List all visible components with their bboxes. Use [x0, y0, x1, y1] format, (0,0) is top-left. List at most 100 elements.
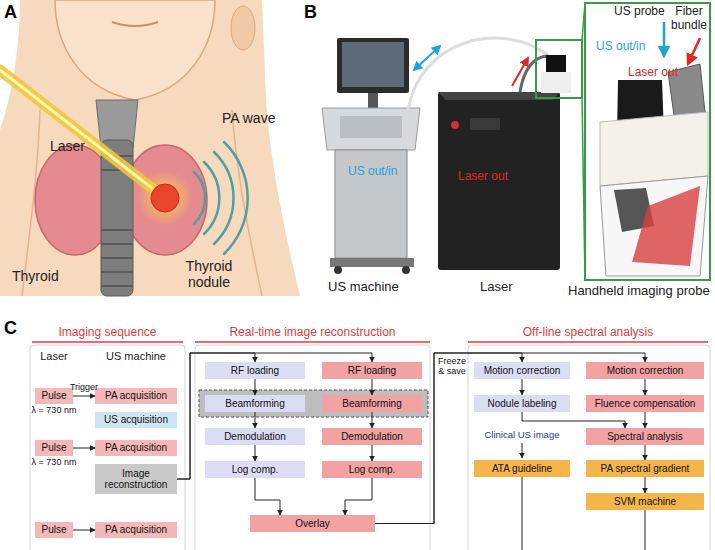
column-header: US machine	[95, 350, 177, 363]
acquisition-box: US acquisition	[95, 412, 177, 428]
flow-arrow	[73, 448, 95, 449]
signal-label: Laser out	[628, 66, 678, 80]
pulse-box: Pulse	[35, 522, 73, 538]
laser-indicator	[451, 121, 459, 129]
thyroid-nodule	[151, 184, 179, 212]
node-text: Overlay	[295, 518, 329, 530]
monitor	[337, 38, 409, 93]
node-text: PA acquisition	[105, 442, 167, 454]
laser-beam	[0, 70, 162, 196]
water-enclosure	[600, 176, 708, 276]
part-label: Thyroid	[12, 268, 59, 284]
node-text: Pulse	[41, 390, 66, 402]
laser-arrow	[688, 38, 700, 64]
trachea-ring	[101, 229, 133, 231]
machine-base	[330, 258, 414, 267]
process-box: Log comp.	[322, 461, 422, 478]
node-text: Nodule labeling	[488, 398, 557, 410]
section-header: Off-line spectral analysis	[468, 326, 708, 340]
flow-arrow	[372, 445, 373, 461]
process-box: Motion correction	[586, 362, 704, 379]
nodule-glow	[137, 170, 193, 226]
node-text: Pulse	[41, 524, 66, 536]
inset-frame	[585, 3, 710, 280]
zoom-box	[536, 40, 582, 98]
process-box: Overlay	[250, 515, 375, 532]
part-label: PA wave	[222, 110, 275, 126]
control-panel	[340, 116, 402, 138]
trachea-ring	[101, 271, 133, 273]
laser-panel	[470, 118, 500, 130]
signal-label: US out/in	[348, 165, 397, 179]
flow-arrow	[645, 477, 646, 493]
acquisition-box: PA acquisition	[95, 388, 177, 404]
acquisition-box: PA acquisition	[95, 440, 177, 456]
flow-arrow	[375, 353, 645, 524]
flow-arrow	[255, 412, 256, 428]
node-text: Motion correction	[484, 365, 561, 377]
monitor-screen	[342, 42, 404, 87]
section-frame	[195, 345, 430, 550]
flow-arrow	[522, 412, 625, 428]
panel-letter: B	[304, 2, 317, 23]
probe-holder-photo	[541, 72, 571, 93]
machine-body	[335, 150, 407, 258]
wheel	[334, 266, 342, 274]
node-text: Log comp.	[232, 464, 279, 476]
light-cone	[632, 186, 700, 266]
flow-arrow	[177, 353, 255, 479]
process-box: Beamforming	[205, 395, 305, 412]
process-box: RF loading	[205, 362, 305, 379]
console	[322, 108, 420, 150]
pa-wave-arc	[214, 152, 234, 244]
panel-letter: A	[4, 2, 17, 23]
node-text: Pulse	[41, 442, 66, 454]
process-box: ATA guideline	[474, 460, 570, 477]
header-rule	[468, 341, 708, 343]
pa-wave-arc	[204, 162, 219, 234]
ear	[231, 6, 255, 50]
node-text: SVM machine	[614, 496, 676, 508]
node-text: PA acquisition	[105, 390, 167, 402]
edge-label: Freeze & save	[437, 357, 467, 377]
flow-arrow	[522, 443, 523, 458]
section-header: Real-time image reconstruction	[195, 326, 430, 340]
chin	[55, 0, 215, 100]
header-rule	[195, 341, 430, 343]
us-arrow	[663, 22, 666, 56]
probe-holder	[600, 112, 708, 186]
mouth	[112, 22, 158, 26]
flow-line	[645, 510, 646, 550]
flow-arrow	[255, 478, 280, 515]
flow-line	[522, 477, 523, 550]
pulse-box: Pulseλ = 730 nm	[35, 388, 73, 404]
process-box: Demodulation	[322, 428, 422, 445]
part-label: Thyroid nodule	[178, 258, 240, 290]
flow-arrow	[177, 353, 372, 479]
monitor-arm	[368, 93, 378, 108]
column-header: Laser	[29, 350, 79, 363]
node-note: λ = 730 nm	[13, 457, 95, 468]
node-text: Demodulation	[341, 431, 403, 443]
acquisition-box: PA acquisition	[95, 522, 177, 538]
node-text: Spectral analysis	[607, 431, 683, 443]
edge-label: Trigger	[59, 383, 109, 393]
part-label: US probe	[614, 5, 665, 19]
node-text: PA spectral gradient	[601, 463, 690, 475]
process-box: Fluence compensation	[586, 395, 704, 412]
process-box: Motion correction	[474, 362, 570, 379]
node-text: Motion correction	[607, 365, 684, 377]
node-text: RF loading	[231, 365, 279, 377]
flow-arrow	[345, 478, 372, 515]
process-box: Demodulation	[205, 428, 305, 445]
pa-wave-arc	[224, 142, 248, 254]
laser-arrow	[512, 58, 528, 86]
flow-arrow	[372, 412, 373, 428]
node-note: λ = 730 nm	[13, 405, 95, 416]
node-text: Beamforming	[342, 398, 401, 410]
signal-label: Laser out	[458, 170, 508, 184]
flow-arrow	[255, 445, 256, 461]
flow-arrow	[645, 412, 646, 428]
part-label: Fiber bundle	[666, 5, 712, 33]
flow-arrow	[645, 445, 646, 460]
